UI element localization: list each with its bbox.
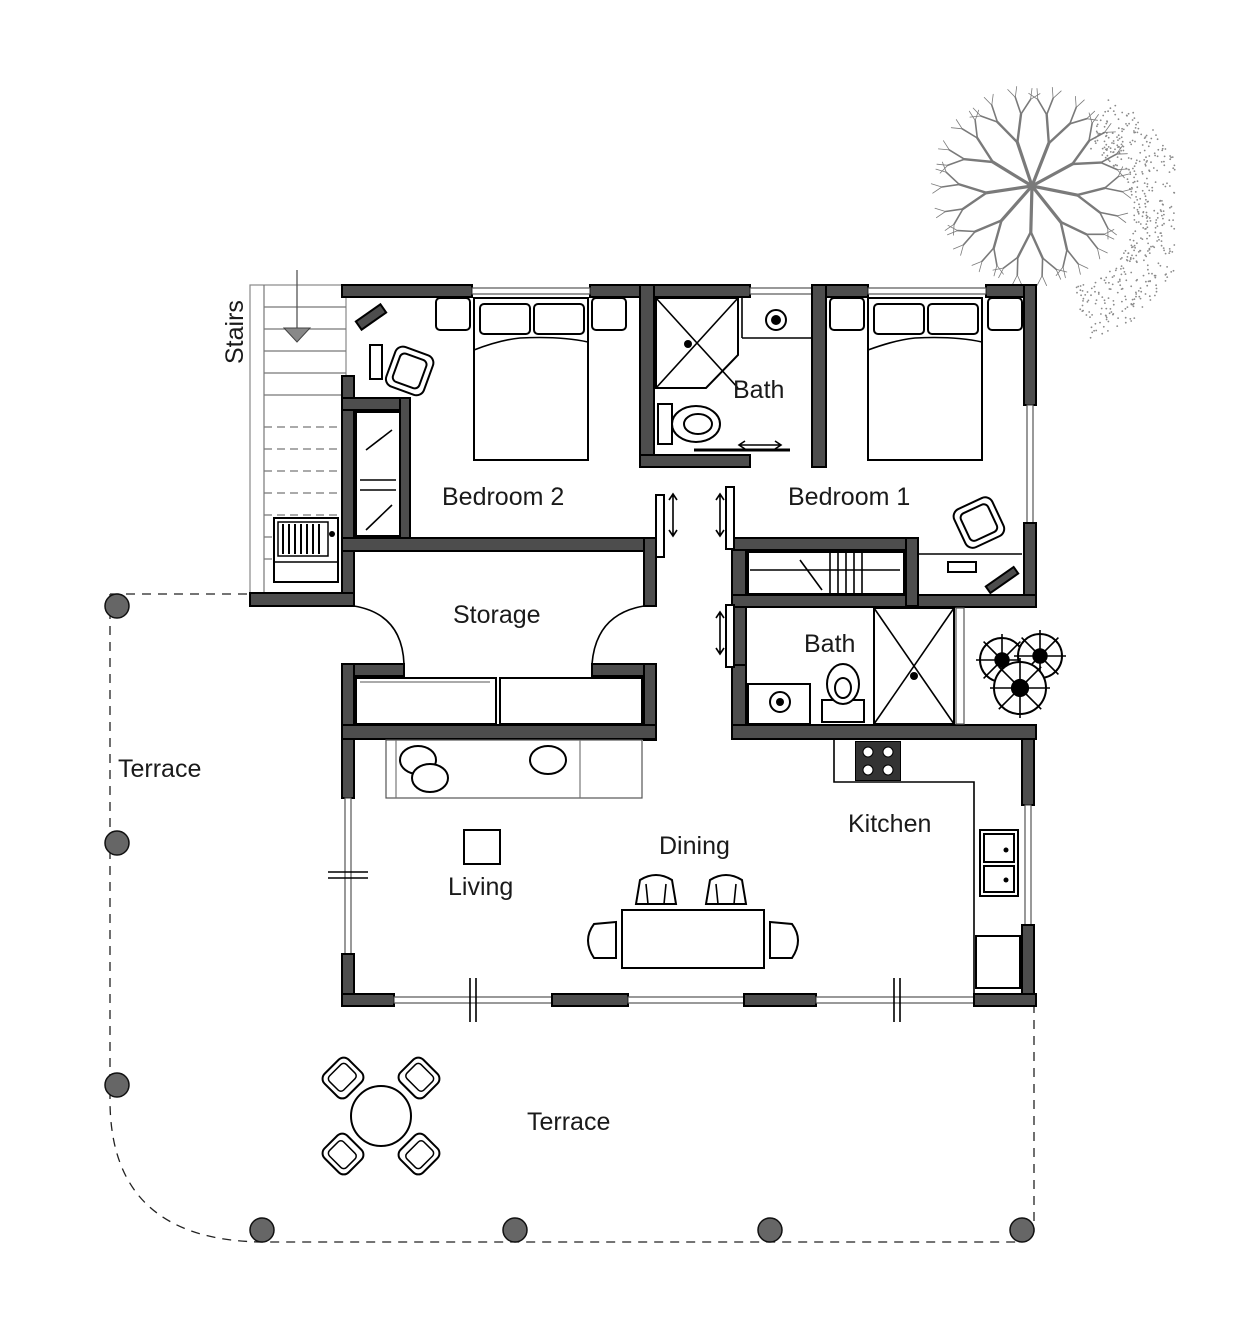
tree-branches — [930, 86, 1134, 287]
washing-machine-icon — [273, 517, 339, 583]
dining-label: Dining — [659, 832, 730, 860]
chair-icon — [704, 874, 748, 905]
terrace-column — [757, 1217, 783, 1243]
lower-bath-label: Bath — [804, 630, 855, 658]
toilet-icon — [657, 403, 721, 445]
toilet-icon — [821, 663, 865, 723]
chair-icon — [587, 920, 617, 959]
terrace-column — [502, 1217, 528, 1243]
bedroom-1-label: Bedroom 1 — [788, 483, 910, 511]
upper-bath-fixtures — [655, 297, 812, 445]
terrace-west-label: Terrace — [118, 755, 201, 783]
terrace-column — [249, 1217, 275, 1243]
bedroom-1-furniture — [747, 297, 1023, 595]
chair-icon — [952, 496, 1006, 549]
dining-furniture — [587, 874, 799, 969]
patio-table-icon — [321, 1056, 441, 1176]
room-labels: Stairs Bedroom 2 Bath Bedroom 1 Storage … — [118, 300, 931, 1136]
shrub-icon — [976, 630, 1066, 718]
chair-icon — [634, 874, 678, 905]
living-furniture — [385, 739, 643, 865]
upper-bath-label: Bath — [733, 376, 784, 404]
stairs-label: Stairs — [221, 300, 249, 364]
chair-icon — [321, 1132, 365, 1176]
terrace-column — [1009, 1217, 1035, 1243]
tree-shadow-dots — [1075, 99, 1176, 339]
coffee-table — [463, 829, 501, 865]
chair-icon — [769, 920, 799, 959]
bedroom-2-furniture — [354, 297, 627, 537]
bedroom-2-label: Bedroom 2 — [442, 483, 564, 511]
kitchen-label: Kitchen — [848, 810, 931, 838]
living-label: Living — [448, 873, 513, 901]
dining-table — [621, 909, 765, 969]
lower-bath-fixtures — [747, 607, 965, 725]
terrace-south-label: Terrace — [527, 1108, 610, 1136]
sink-icon — [979, 829, 1019, 897]
terrace-column — [104, 593, 130, 619]
tree-icon — [930, 86, 1176, 339]
terrace-outline — [104, 593, 1035, 1243]
chair-icon — [397, 1056, 441, 1100]
kitchen-counters — [833, 739, 1021, 994]
fridge-icon — [975, 935, 1021, 989]
chair-icon — [384, 345, 435, 397]
chair-icon — [321, 1056, 365, 1100]
storage-cabinets — [355, 677, 643, 725]
terrace-column — [104, 1072, 130, 1098]
walls — [249, 284, 1037, 1007]
storage-label: Storage — [453, 601, 541, 629]
terrace-column — [104, 830, 130, 856]
chair-icon — [397, 1132, 441, 1176]
doors — [328, 440, 901, 1022]
